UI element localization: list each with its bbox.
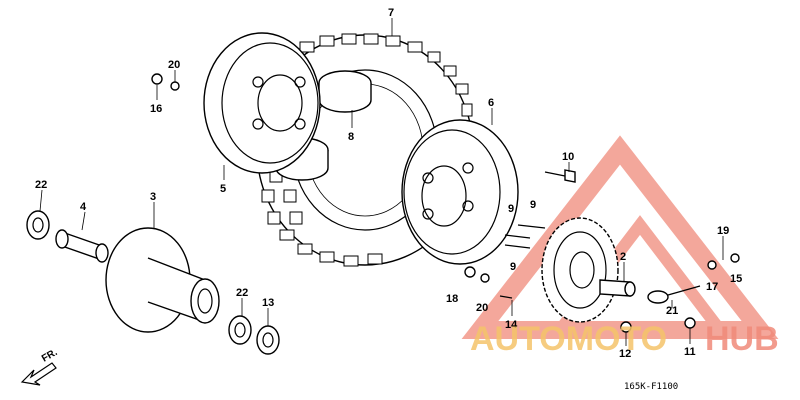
label-p9b: 9 xyxy=(508,203,514,215)
label-p20b: 20 xyxy=(476,302,488,314)
label-p10: 10 xyxy=(562,151,574,163)
oil-seal xyxy=(256,325,280,355)
watermark-text-part2: HUB xyxy=(705,320,779,358)
label-p11: 11 xyxy=(684,346,696,358)
sprocket xyxy=(541,217,619,323)
part-labels: 7 20 16 8 6 5 10 22 4 3 9 9 9 2 19 18 20… xyxy=(35,7,742,360)
label-p12: 12 xyxy=(619,348,631,360)
label-p19: 19 xyxy=(717,225,729,237)
rim-half-left xyxy=(203,32,321,174)
front-direction-arrow: FR. xyxy=(20,347,60,386)
label-p22a: 22 xyxy=(35,179,47,191)
hub xyxy=(105,227,220,333)
label-p2: 2 xyxy=(620,251,626,263)
label-p3: 3 xyxy=(150,191,156,203)
label-p13: 13 xyxy=(262,297,274,309)
rim-half-right xyxy=(401,119,519,265)
diagram-code: 165K-F1100 xyxy=(624,382,678,392)
leader-lines xyxy=(39,18,724,346)
label-p6: 6 xyxy=(488,97,494,109)
label-p15: 15 xyxy=(730,273,742,285)
watermark-text: AUTOMOTO HUB xyxy=(470,320,779,358)
bearing-right xyxy=(228,315,252,345)
label-p9a: 9 xyxy=(530,199,536,211)
label-p21: 21 xyxy=(666,305,678,317)
axle-spacer xyxy=(55,229,109,263)
bolt-10 xyxy=(544,169,576,183)
direction-label: FR. xyxy=(40,347,60,365)
label-p17: 17 xyxy=(706,281,718,293)
collar xyxy=(599,279,636,297)
label-p20a: 20 xyxy=(168,59,180,71)
chain-adjuster xyxy=(647,285,701,304)
bearing-left xyxy=(26,210,50,240)
watermark-logo xyxy=(461,135,779,339)
label-p22b: 22 xyxy=(236,287,248,299)
label-p4: 4 xyxy=(80,201,87,213)
label-p5: 5 xyxy=(220,183,226,195)
label-p18: 18 xyxy=(446,293,458,305)
label-p8: 8 xyxy=(348,131,354,143)
label-p9c: 9 xyxy=(510,261,516,273)
studs xyxy=(504,224,546,249)
watermark-text-part1: AUTOMOTO xyxy=(470,320,667,358)
label-p14: 14 xyxy=(505,319,518,331)
label-p16: 16 xyxy=(150,103,162,115)
label-p7: 7 xyxy=(388,7,394,19)
